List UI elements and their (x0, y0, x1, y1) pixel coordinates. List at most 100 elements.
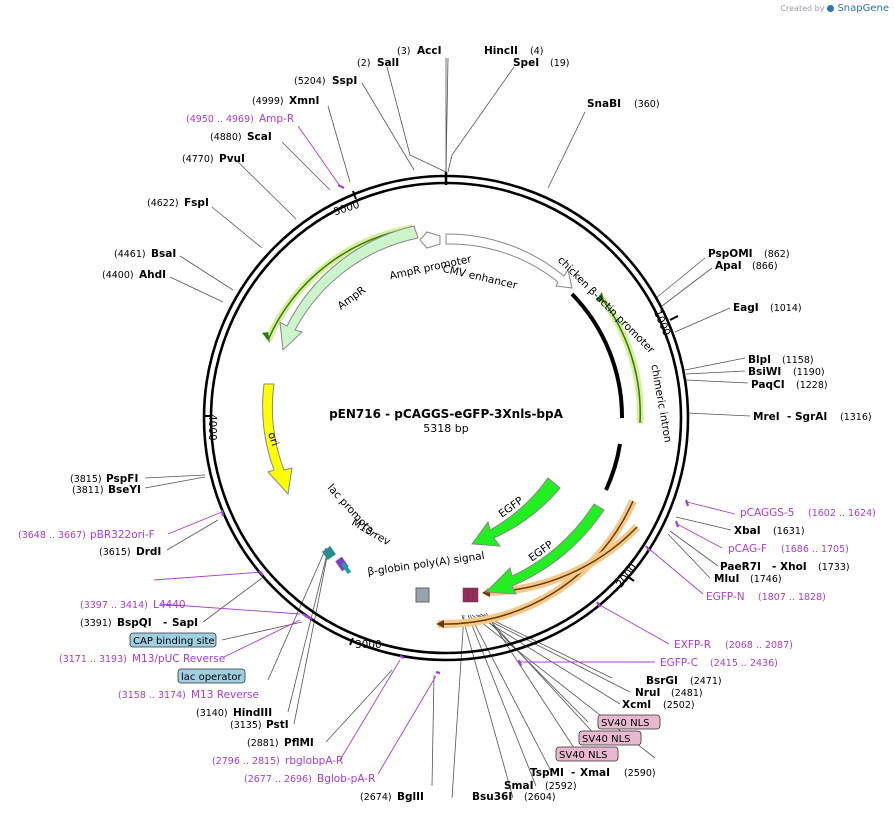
site-bsaI[interactable]: BsaI (151, 248, 176, 260)
primer-bglob[interactable]: Bglob-pA-R (317, 773, 375, 785)
ruler-ticks (204, 190, 679, 646)
restriction-sites: (3) AccI (2) SalI HincII (4) SpeI (19) (… (70, 45, 872, 803)
site-ahdI-pos: (4400) (102, 270, 134, 281)
ampr-promoter-arrow (419, 231, 441, 249)
primer-m13rev-range: (3158 .. 3174) (118, 690, 186, 701)
site-bsrgi[interactable]: BsrGI (646, 675, 678, 687)
snapgene-brand: Created by SnapGene (780, 3, 889, 14)
primer-egfpc-range: (2415 .. 2436) (710, 658, 778, 669)
site-sspI-pos: (5204) (294, 76, 326, 87)
primer-egfpc[interactable]: EGFP-C (660, 657, 698, 669)
site-pspomi-pos: (862) (764, 249, 790, 260)
site-xcmI[interactable]: XcmI (622, 699, 651, 711)
site-bglii[interactable]: BglII (397, 791, 424, 803)
site-drdI-pos: (3615) (99, 547, 131, 558)
chimeric-intron-label: chimeric intron (648, 363, 674, 443)
primer-m13rev[interactable]: M13 Reverse (191, 689, 259, 701)
sv40-nls-box-2[interactable] (578, 730, 642, 746)
site-ahdI[interactable]: AhdI (139, 269, 166, 281)
site-xbaI-pos: (1631) (773, 526, 805, 537)
ampr-highlight-head (262, 332, 270, 343)
site-pspfI-pos: (3815) (70, 474, 102, 485)
cmv-enhancer-arrow (445, 233, 573, 289)
site-accI-pos: (3) (397, 46, 410, 57)
site-paer7i[interactable]: PaeR7I (720, 561, 761, 573)
site-paqci[interactable]: PaqCI (751, 379, 785, 391)
site-xbaI[interactable]: XbaI (734, 525, 761, 537)
site-xmaI[interactable]: XmaI (580, 767, 610, 779)
site-tspmi[interactable]: TspMI (530, 767, 564, 779)
primer-bglob-range: (2677 .. 2696) (244, 774, 312, 785)
site-xmnI[interactable]: XmnI (289, 95, 319, 107)
site-pstI[interactable]: PstI (266, 719, 289, 731)
egfp-inner-arrow (471, 477, 561, 547)
primer-rbglob[interactable]: rbglobpA-R (285, 755, 343, 767)
ori-label: ori (265, 431, 281, 448)
primer-m13puc-range: (3171 .. 3193) (59, 654, 127, 665)
site-pspfI[interactable]: PspFI (106, 473, 138, 485)
site-fspI-pos: (4622) (147, 198, 179, 209)
lac-promoter-feature (322, 546, 336, 560)
primer-pcaggs5-range: (1602 .. 1624) (808, 508, 876, 519)
site-bseyI[interactable]: BseYI (108, 484, 141, 496)
site-fspI[interactable]: FspI (184, 197, 209, 209)
site-xcmI-pos: (2502) (663, 700, 695, 711)
intron-highlight-head (596, 292, 604, 301)
site-pspomi[interactable]: PspOMI (708, 248, 753, 260)
ampr-arrow (279, 225, 419, 352)
site-xhoI[interactable]: XhoI (780, 561, 807, 573)
cap-box[interactable] (129, 632, 217, 648)
site-salI[interactable]: SalI (377, 57, 399, 69)
sv40-nls-label-3: SV40 NLS (559, 750, 608, 761)
sv40-nls-box-3[interactable] (555, 746, 619, 762)
site-bsu36i[interactable]: Bsu36I (472, 791, 512, 803)
site-pflmi[interactable]: PflMI (284, 737, 314, 749)
site-smaI[interactable]: SmaI (504, 780, 534, 792)
site-bspqi[interactable]: BspQI (117, 617, 152, 629)
primer-exfpr[interactable]: EXFP-R (674, 639, 711, 651)
site-pvuI[interactable]: PvuI (219, 153, 245, 165)
site-nruI-pos: (2481) (671, 688, 703, 699)
primer-l4440[interactable]: L4440 (153, 599, 186, 611)
primer-l4440-range: (3397 .. 3414) (80, 600, 148, 611)
lac-operator-label: lac operator (181, 672, 242, 683)
intron-arc (604, 443, 622, 491)
primer-pcagf[interactable]: pCAG-F (728, 543, 767, 555)
site-drdI[interactable]: DrdI (136, 546, 161, 558)
site-hindiii[interactable]: HindIII (233, 707, 272, 719)
site-bsrgi-pos: (2471) (690, 676, 722, 687)
site-accI[interactable]: AccI (417, 45, 441, 57)
snapgene-logo-icon (827, 5, 835, 12)
lac-operator-box[interactable] (177, 668, 246, 684)
site-sapI[interactable]: SapI (172, 617, 198, 629)
site-speI[interactable]: SpeI (513, 57, 539, 69)
site-mreI[interactable]: MreI (753, 411, 780, 423)
primer-pcaggs5[interactable]: pCAGGS-5 (740, 507, 794, 519)
site-hincII[interactable]: HincII (484, 45, 518, 57)
site-snabI[interactable]: SnaBI (587, 98, 621, 110)
site-snabI-pos: (360) (634, 99, 660, 110)
site-mluI-pos: (1746) (750, 574, 782, 585)
site-pstI-pos: (3135) (230, 720, 262, 731)
site-blpI[interactable]: BlpI (748, 354, 771, 366)
ori-arrow (262, 383, 293, 496)
site-sgrai[interactable]: SgrAI (795, 411, 827, 423)
site-paer7i-sep: - (772, 561, 776, 573)
primer-labels: (4950 .. 4969) Amp-R pCAGGS-5 (1602 .. 1… (18, 113, 876, 785)
site-scaI[interactable]: ScaI (247, 131, 272, 143)
site-speI-pos: (19) (550, 58, 570, 69)
sv40-nls-box-1[interactable] (597, 714, 661, 730)
primer-m13puc[interactable]: M13/pUC Reverse (132, 653, 225, 665)
site-nruI[interactable]: NruI (635, 687, 660, 699)
site-bsiwi[interactable]: BsiWI (748, 366, 781, 378)
primer-ampr[interactable]: Amp-R (259, 113, 294, 125)
primer-leaders (153, 125, 736, 775)
site-sspI[interactable]: SspI (332, 75, 357, 87)
site-mluI[interactable]: MluI (714, 573, 739, 585)
site-eagI[interactable]: EagI (733, 302, 759, 314)
ruler-label-4000: 4000 (206, 414, 218, 441)
primer-egfpn[interactable]: EGFP-N (706, 591, 745, 603)
primer-marks (220, 184, 690, 675)
site-apaI[interactable]: ApaI (715, 260, 742, 272)
primer-pbr322[interactable]: pBR322ori-F (90, 529, 155, 541)
